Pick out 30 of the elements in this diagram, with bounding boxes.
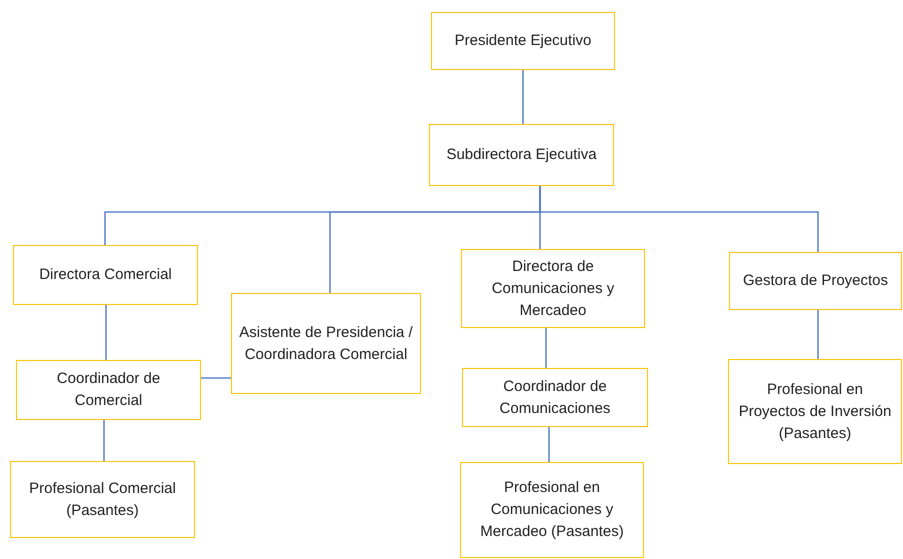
- position-title: Directora Comercial: [39, 265, 172, 285]
- position-title: Presidente Ejecutivo: [454, 31, 592, 51]
- position-title: Subdirectora Ejecutiva: [446, 145, 597, 165]
- position-title: Directora de Comunicaciones y Mercadeo: [490, 256, 616, 320]
- position-title: Profesional Comercial (Pasantes): [28, 478, 177, 520]
- org-chart-box: [462, 368, 648, 427]
- org-chart-box: [13, 245, 198, 305]
- org-chart-box: [729, 252, 902, 310]
- position-title: Gestora de Proyectos: [742, 271, 888, 291]
- position-title: Profesional en Proyectos de Inversión (Pasantes): [738, 380, 892, 444]
- org-chart-box: [431, 12, 615, 70]
- org-chart-box: [460, 462, 644, 558]
- org-chart-box: [429, 124, 614, 186]
- position-title: Coordinador de Comunicaciones: [498, 376, 612, 418]
- org-chart-box: [728, 359, 902, 464]
- position-title: Asistente de Presidencia / Coordinadora Comercial: [238, 322, 414, 364]
- org-chart-box: [16, 360, 201, 420]
- connector-line: [201, 377, 231, 379]
- connector-line: [105, 305, 107, 360]
- connector-line: [817, 310, 819, 359]
- connector-line: [545, 328, 547, 368]
- position-title: Coordinador de Comercial: [56, 369, 162, 411]
- org-chart-box: [231, 293, 421, 394]
- connector-line: [522, 70, 524, 124]
- org-chart-box: [10, 461, 195, 538]
- connector-line: [103, 420, 105, 461]
- connector-line: [548, 427, 550, 462]
- connector-line: [539, 186, 819, 252]
- org-chart-box: [461, 249, 645, 328]
- position-title: Profesional en Comunicaciones y Mercadeo (Pasantes): [479, 478, 625, 542]
